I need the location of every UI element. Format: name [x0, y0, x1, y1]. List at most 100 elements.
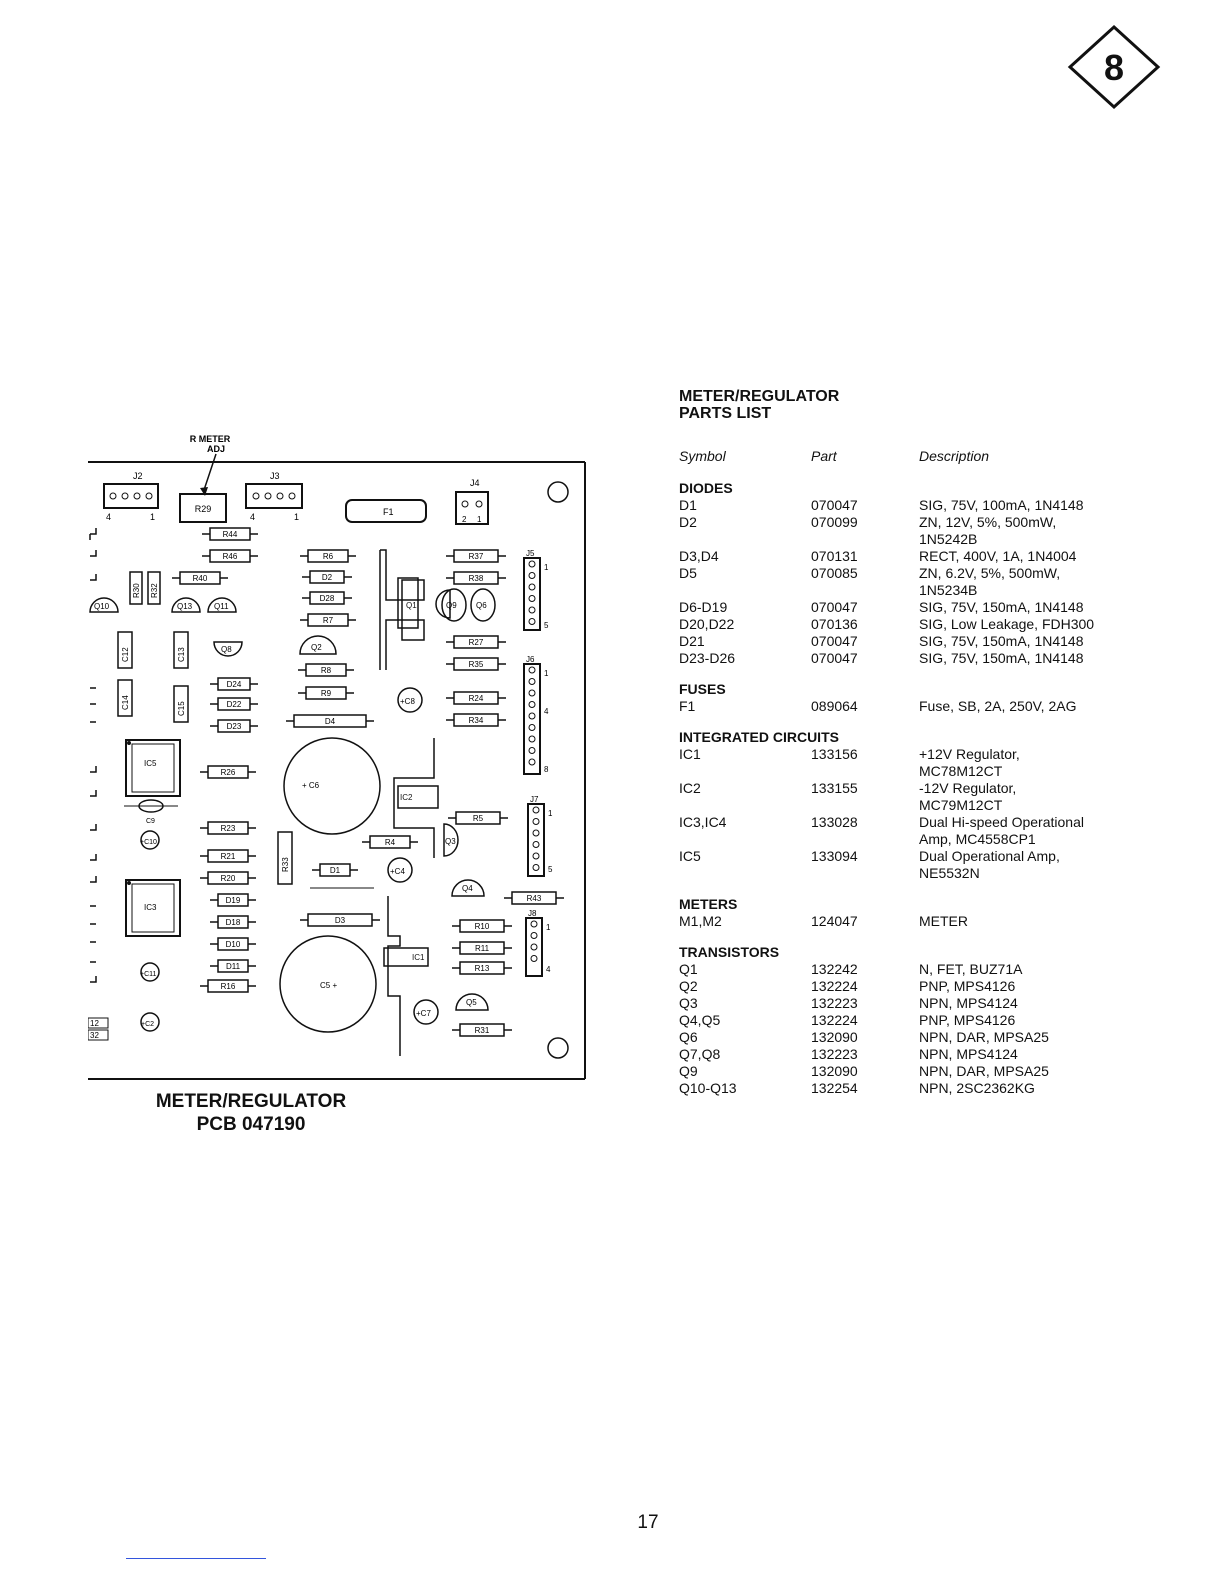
header-pin [528, 595, 536, 602]
description-line: +12V Regulator, [919, 746, 1020, 762]
component-d23: D23 [210, 719, 258, 733]
component-label: R5 [473, 814, 484, 823]
part-number: 070047 [811, 650, 858, 666]
description-line: PNP, MPS4126 [919, 978, 1016, 994]
part-symbol: Q4,Q5 [679, 1012, 721, 1028]
q4: Q4 [451, 879, 485, 897]
connector-j5: J5 1 5 [523, 549, 549, 631]
part-description: SIG, Low Leakage, FDH300 [919, 616, 1139, 633]
component-label: R38 [469, 574, 484, 583]
header-pins [528, 560, 540, 962]
section-heading: INTEGRATED CIRCUITS [679, 729, 839, 745]
svg-text:+ C6: + C6 [302, 781, 320, 790]
part-number: 132090 [811, 1063, 858, 1079]
component-label: R20 [221, 874, 236, 883]
description-line: Dual Operational Amp, [919, 848, 1060, 864]
component-r40: R40 [172, 571, 228, 585]
part-symbol: M1,M2 [679, 913, 722, 929]
pcb-caption: METER/REGULATOR PCB 047190 [120, 1090, 382, 1136]
q1-heatsink: Q1 [379, 549, 425, 670]
component-d18: D18 [210, 915, 256, 929]
component-r35: R35 [446, 657, 506, 671]
part-description: NPN, DAR, MPSA25 [919, 1063, 1139, 1080]
component-d3: D3 [300, 913, 380, 927]
ic3: IC3 [125, 879, 181, 937]
description-line: -12V Regulator, [919, 780, 1017, 796]
description-line: NPN, DAR, MPSA25 [919, 1029, 1049, 1045]
part-symbol: IC3,IC4 [679, 814, 727, 830]
svg-text:1: 1 [548, 809, 553, 818]
description-line: MC79M12CT [919, 797, 1003, 813]
j4-pin2-label: 2 [462, 515, 467, 524]
component-d10: D10 [210, 937, 256, 951]
ic1-heatsink: IC1 [383, 896, 429, 1056]
connector-j7: J7 1 5 [527, 795, 553, 877]
part-symbol: D23-D26 [679, 650, 736, 666]
header-pin [528, 572, 536, 579]
svg-text:+C11: +C11 [140, 971, 157, 978]
parts-list-title-line2: PARTS LIST [679, 405, 772, 422]
trimpot-r29 [179, 493, 227, 523]
j2-label: J2 [133, 471, 143, 481]
part-symbol: D21 [679, 633, 705, 649]
component-label: D18 [226, 918, 241, 927]
header-pin [532, 829, 540, 837]
component-r38: R38 [446, 571, 506, 585]
mounting-hole-bottom [547, 1037, 569, 1059]
svg-text:Q9: Q9 [446, 601, 457, 610]
svg-text:C12: C12 [121, 647, 130, 662]
svg-text:C5 +: C5 + [320, 981, 337, 990]
j4-pin1-label: 1 [477, 515, 482, 524]
part-number: 070099 [811, 514, 858, 530]
badge-number: 8 [1104, 47, 1124, 88]
section-heading: METERS [679, 896, 738, 912]
component-d2: D2 [302, 570, 352, 584]
cap-c14: C14 [117, 679, 133, 717]
svg-text:C13: C13 [177, 647, 186, 662]
part-symbol: IC1 [679, 746, 701, 762]
fuse-f1 [345, 499, 427, 523]
description-line: ZN, 6.2V, 5%, 500mW, [919, 565, 1061, 581]
component-label: R46 [223, 552, 238, 561]
part-description: RECT, 400V, 1A, 1N4004 [919, 548, 1139, 565]
svg-text:4: 4 [546, 965, 551, 974]
component-label: R16 [221, 982, 236, 991]
part-number: 124047 [811, 913, 858, 929]
header-pin [528, 606, 536, 614]
component-d28: D28 [302, 591, 352, 605]
component-d19: D19 [210, 893, 256, 907]
header-pin [532, 852, 540, 860]
j3-pin1-label: 1 [294, 512, 299, 522]
component-label: R21 [221, 852, 236, 861]
cap-c8: +C8 [397, 687, 423, 713]
header-description: Description [919, 448, 990, 464]
component-label: R26 [221, 768, 236, 777]
description-line: 1N5242B [919, 531, 978, 547]
component-r46: R46 [202, 549, 258, 563]
component-r31: R31 [452, 1023, 512, 1037]
j2-pin1-label: 1 [150, 512, 155, 522]
header-pin [528, 618, 536, 625]
section-heading: TRANSISTORS [679, 944, 780, 960]
part-symbol: IC2 [679, 780, 701, 796]
part-number: 133028 [811, 814, 858, 830]
svg-text:32: 32 [90, 1031, 99, 1040]
cap-c5: C5 + [279, 935, 377, 1033]
component-label: D2 [322, 573, 333, 582]
description-line: Amp, MC4558CP1 [919, 831, 1036, 847]
pcb-layout-diagram: R METER ADJ J2 4 1 R29 J3 4 1 F1 J4 2 1 [87, 432, 593, 1082]
cap-c7: +C7 [413, 999, 439, 1025]
part-description: ZN, 12V, 5%, 500mW,1N5242B [919, 514, 1139, 548]
part-number: 070136 [811, 616, 858, 632]
svg-text:1: 1 [544, 669, 549, 678]
description-line: NPN, DAR, MPSA25 [919, 1063, 1049, 1079]
description-line: NE5532N [919, 865, 980, 881]
svg-text:Q1: Q1 [406, 601, 417, 610]
component-label: R9 [321, 689, 332, 698]
